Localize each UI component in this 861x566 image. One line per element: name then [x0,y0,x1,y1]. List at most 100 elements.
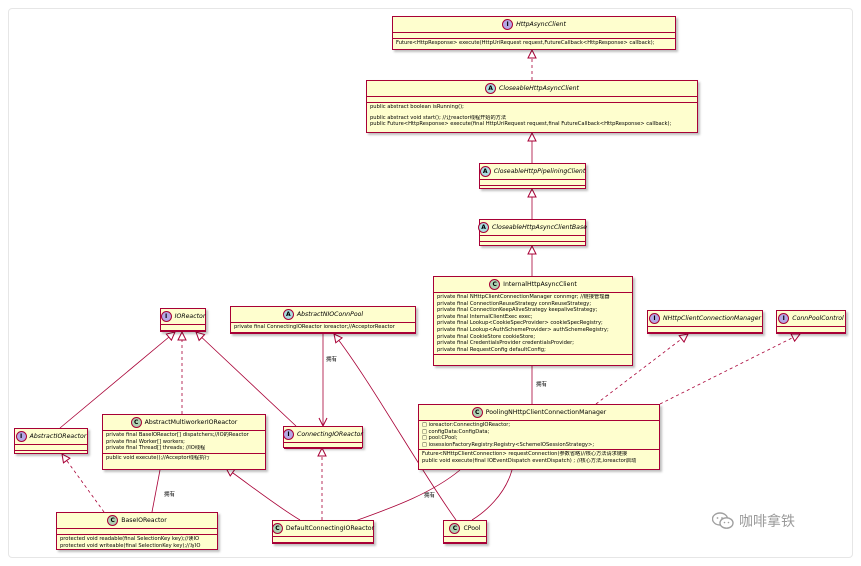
abstract-class-icon: A [479,166,491,177]
fields-section [777,326,845,332]
fields-section: private final ConnectingIOReactor ioreac… [231,322,415,332]
method-line: protected void writeable(final Selection… [60,542,201,549]
fields-section [284,442,362,448]
method-line: Future<HttpResponse> execute(HttpUriRequ… [396,40,655,46]
methods-section [648,332,762,338]
class-name: HttpAsyncClient [516,21,566,28]
class-name: CloseableHttpAsyncClient [499,85,579,92]
edge-label-has: 拥有 [424,493,436,499]
field-line: private final ConnectionReuseStrategy co… [437,300,592,307]
field-line: □ iosessionFactoryRegistry:Registry<Sche… [422,441,595,448]
class-conn-pool-control: I ConnPoolControl [776,310,846,334]
class-name: CPool [463,525,481,532]
method-line: protected void readable(final SelectionK… [60,536,200,542]
class-name: AbstractIOReactor [29,433,87,440]
class-base-io-reactor: C BaseIOReactor protected void readable(… [56,512,218,550]
class-icon: C [107,515,119,526]
class-abstract-multiworker-io-reactor: C AbstractMultiworkerIOReactor private f… [102,414,266,470]
edge-label-has: 拥有 [164,492,176,498]
abstract-class-icon: A [282,309,294,320]
edge-extend-multiworker [226,468,301,521]
interface-icon: I [778,313,790,324]
class-abstract-io-reactor: I AbstractIOReactor [14,428,88,454]
class-name: PoolingNHttpClientConnectionManager [485,409,607,416]
field-line: □ configData:ConfigData; [422,428,490,435]
class-name: BaseIOReactor [121,517,167,524]
abstract-class-icon: A [485,83,497,94]
interface-icon: I [648,313,660,324]
edge-label-has: 拥有 [326,357,338,363]
fields-section [480,179,585,185]
methods-section: Future<HttpResponse> execute(HttpUriRequ… [393,38,675,48]
fields-section [273,536,373,542]
class-icon: C [271,523,283,534]
field-line: □ ioreactor:ConnectingIOReactor; [422,422,511,428]
class-name: DefaultConnectingIOReactor [285,525,375,532]
field-line: private final Thread[] threads; //IO线程 [106,445,206,452]
methods-section [480,185,585,191]
edge-realize-baseio [62,454,105,513]
methods-section [15,450,87,456]
class-nhttp-client-connection-manager: I NHttpClientConnectionManager [647,310,763,334]
field-line: private final InternalClientExec exec; [437,313,533,320]
methods-section: public void execute();//Acceptor线程执行 [103,452,265,463]
field-line: private final Worker[] workers; [106,438,185,445]
edge-has-cpool [471,469,513,521]
methods-section: public abstract boolean isRunning(); pub… [367,102,697,129]
method-line: public void execute();//Acceptor线程执行 [106,454,210,461]
fields-section: □ ioreactor:ConnectingIOReactor; □ confi… [419,420,659,449]
edge-has-base [151,469,161,513]
class-icon: C [471,407,483,418]
class-closeable-http-async-client-base: A CloseableHttpAsyncClientBase [478,219,587,247]
edge-extend-connecting [196,332,297,427]
class-name: AbstractNIOConnPool [296,311,364,318]
field-line: private final CookieStore cookieStore; [437,333,536,340]
watermark-text: 咖啡拿铁 [739,514,795,530]
class-abstract-nio-conn-pool: A AbstractNIOConnPool private final Conn… [230,306,416,334]
fields-section [648,326,762,332]
class-closeable-http-pipelining-client: A CloseableHttpPipeliningClient [479,163,586,189]
methods-section [444,542,486,548]
fields-section: private final NHttpClientConnectionManag… [434,292,632,354]
field-line: private final NHttpClientConnectionManag… [437,294,610,300]
method-line: public abstract boolean isRunning(); [370,104,464,110]
class-name: CloseableHttpAsyncClientBase [492,224,587,231]
fields-section [161,324,205,330]
field-line: private final Lookup<AuthSchemeProvider>… [437,326,609,333]
class-name: AbstractMultiworkerIOReactor [144,419,238,426]
class-http-async-client: I HttpAsyncClient Future<HttpResponse> e… [392,16,676,50]
methods-section [480,241,585,247]
interface-icon: I [502,19,514,30]
method-line: public abstract void start(); //让reactor… [370,114,507,121]
edge-realize-abstractio [59,332,175,429]
fields-section [367,96,697,102]
class-name: ConnPoolControl [792,315,844,322]
fields-section [15,444,87,450]
class-cpool: C CPool [443,520,487,544]
class-name: IOReactor [174,313,206,320]
class-icon: C [489,279,501,290]
interface-icon: I [283,429,295,440]
fields-section [57,528,217,534]
field-line: private final Lookup<CookieSpecProvider>… [437,320,603,327]
edge-label-has: 拥有 [536,382,548,388]
fields-section [444,536,486,542]
methods-section [231,331,415,338]
class-io-reactor: I IOReactor [160,308,206,332]
field-line: private final ConnectingIOReactor ioreac… [234,324,395,330]
wechat-icon [712,512,734,530]
class-name: ConnectingIOReactor [297,431,363,438]
method-line: public Future<HttpResponse> execute(fina… [370,121,672,128]
field-line: private final ConnectionKeepAliveStrateg… [437,307,598,314]
class-closeable-http-async-client: A CloseableHttpAsyncClient public abstra… [366,80,698,133]
field-line: private final BaseIOReactor[] dispatcher… [106,432,249,438]
methods-section [161,330,205,336]
class-pooling-nhttp-client-connection-manager: C PoolingNHttpClientConnectionManager □ … [418,404,660,470]
fields-section [393,32,675,38]
watermark: 咖啡拿铁 [712,511,795,531]
class-icon: C [449,523,461,534]
class-internal-http-async-client: C InternalHttpAsyncClient private final … [433,276,633,366]
class-name: CloseableHttpPipeliningClient [493,168,586,175]
method-line: public void execute(final IOEventDispatc… [422,457,637,464]
class-name: NHttpClientConnectionManager [662,315,762,322]
